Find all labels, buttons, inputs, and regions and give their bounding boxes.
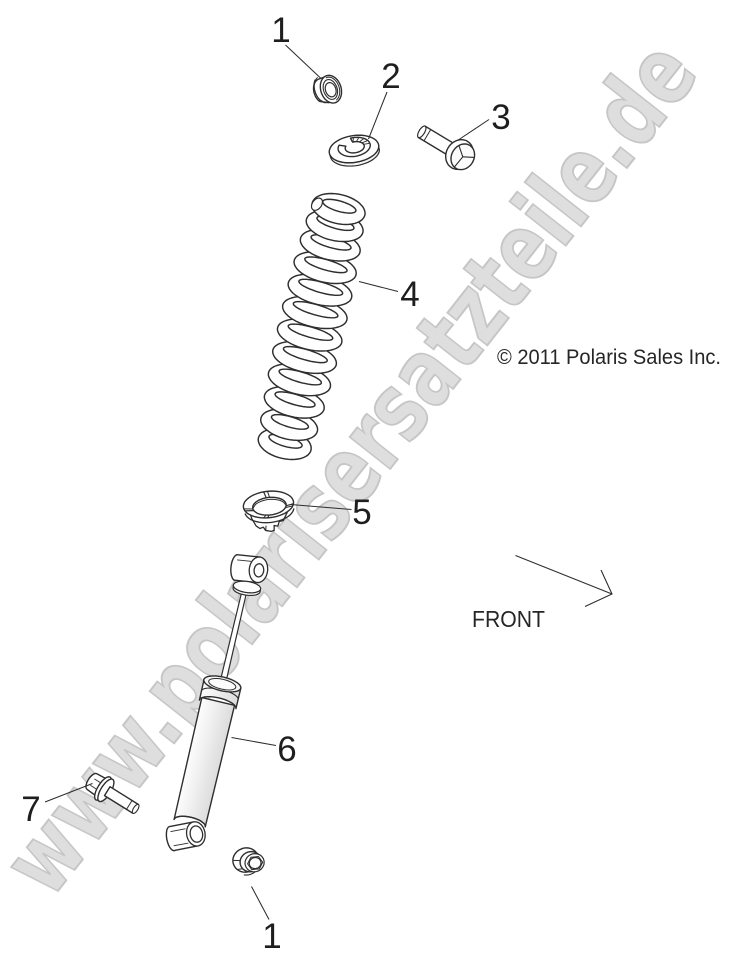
retainer-rim-tab (243, 508, 254, 510)
washer-hatch-line (356, 137, 360, 142)
copyright-note: © 2011 Polaris Sales Inc. (497, 345, 721, 369)
callout-spring-retainer: 5 (352, 493, 371, 532)
nut-top-facet-line (313, 79, 323, 102)
part-bolt-lower (85, 772, 140, 815)
leader-bolt-lower (44, 783, 93, 803)
leader-nut-bottom (251, 886, 270, 920)
bolt3-facet-line (462, 156, 475, 158)
leader-washer (368, 91, 388, 140)
part-spring-retainer (242, 490, 295, 533)
leader-spring (358, 280, 399, 293)
parts (85, 74, 476, 876)
shock-bottom-eyelet (165, 821, 206, 852)
front-label: FRONT (472, 606, 545, 632)
retainer-rim-tab (244, 510, 255, 512)
bolt7-tip-face (131, 803, 140, 815)
retainer-skirt-notch (273, 525, 275, 532)
eyelet-facet (173, 842, 189, 847)
eyelet-facet (237, 559, 252, 562)
eyelet-hole (253, 563, 265, 578)
retainer-rim-tab (267, 514, 270, 519)
part-flange-nut-top (312, 74, 343, 104)
shock-main (173, 589, 248, 828)
front-arrow-head (584, 569, 613, 607)
front-arrow-line (515, 554, 613, 595)
eyelet-facet (170, 828, 186, 833)
nut-bottom-hex-socket (247, 855, 264, 871)
part-coil-spring (257, 192, 366, 461)
bolt3-facet-line (453, 156, 464, 168)
retainer-rim-tab (262, 491, 267, 499)
nut-bottom-facet-line (236, 868, 244, 870)
eyelet-hole (189, 825, 204, 843)
retainer-rim-tab (285, 503, 295, 507)
spring-wire-end (310, 197, 323, 211)
callout-retainer-washer: 2 (381, 57, 400, 96)
washer-split-collar (337, 136, 371, 158)
bolt7-chamfer-line (126, 800, 133, 810)
retainer-skirt-notch (265, 525, 267, 531)
callout-shock: 6 (277, 730, 296, 769)
retainer-rim-tab (285, 505, 294, 508)
washer-hatch-line (362, 140, 368, 144)
nut-top-hole (324, 81, 337, 98)
nut-top-flange-chamfer (325, 76, 341, 101)
washer-hatch-line (363, 142, 370, 145)
bolt3-chamfer-line (423, 129, 431, 141)
part-flange-nut-bottom (232, 847, 265, 876)
bolt3-facet-line (458, 145, 464, 158)
front-arrow (515, 554, 613, 607)
shock-body-bottom-arc (173, 815, 206, 828)
callout-bolt-lower: 7 (21, 790, 40, 829)
shock-cap-top-inner (208, 677, 237, 691)
retainer-rim-tab (263, 514, 267, 519)
leader-shock (231, 736, 277, 747)
shock-top-eyelet (230, 553, 269, 584)
leader-lines (44, 44, 490, 920)
callout-nut-top: 1 (271, 11, 290, 50)
retainer-inner-wall (252, 498, 287, 509)
leader-spring-retainer (290, 503, 352, 511)
nut-bottom-hole (248, 856, 262, 870)
nut-bottom-facet-line (232, 859, 241, 862)
bolt7-head-body (85, 772, 109, 798)
leader-nut-top (285, 44, 322, 79)
part-shock-absorber (165, 553, 269, 852)
washer-hatch-line (352, 137, 354, 142)
part-retainer-washer (328, 134, 381, 167)
rod-washer-top (232, 580, 262, 594)
washer-hatch-line (359, 138, 364, 142)
callout-spring: 4 (400, 275, 419, 314)
shock-rod-washer (232, 580, 262, 597)
bolt7-flange-front (97, 778, 115, 803)
bolt3-tip-face (417, 125, 427, 139)
leader-bolt-upper (457, 119, 490, 141)
callout-bolt-upper: 3 (491, 98, 510, 137)
retainer-ring-wall (244, 508, 295, 524)
retainer-rim-tab (266, 490, 270, 498)
part-bolt-upper (417, 125, 476, 171)
callout-nut-bottom: 1 (262, 917, 281, 956)
